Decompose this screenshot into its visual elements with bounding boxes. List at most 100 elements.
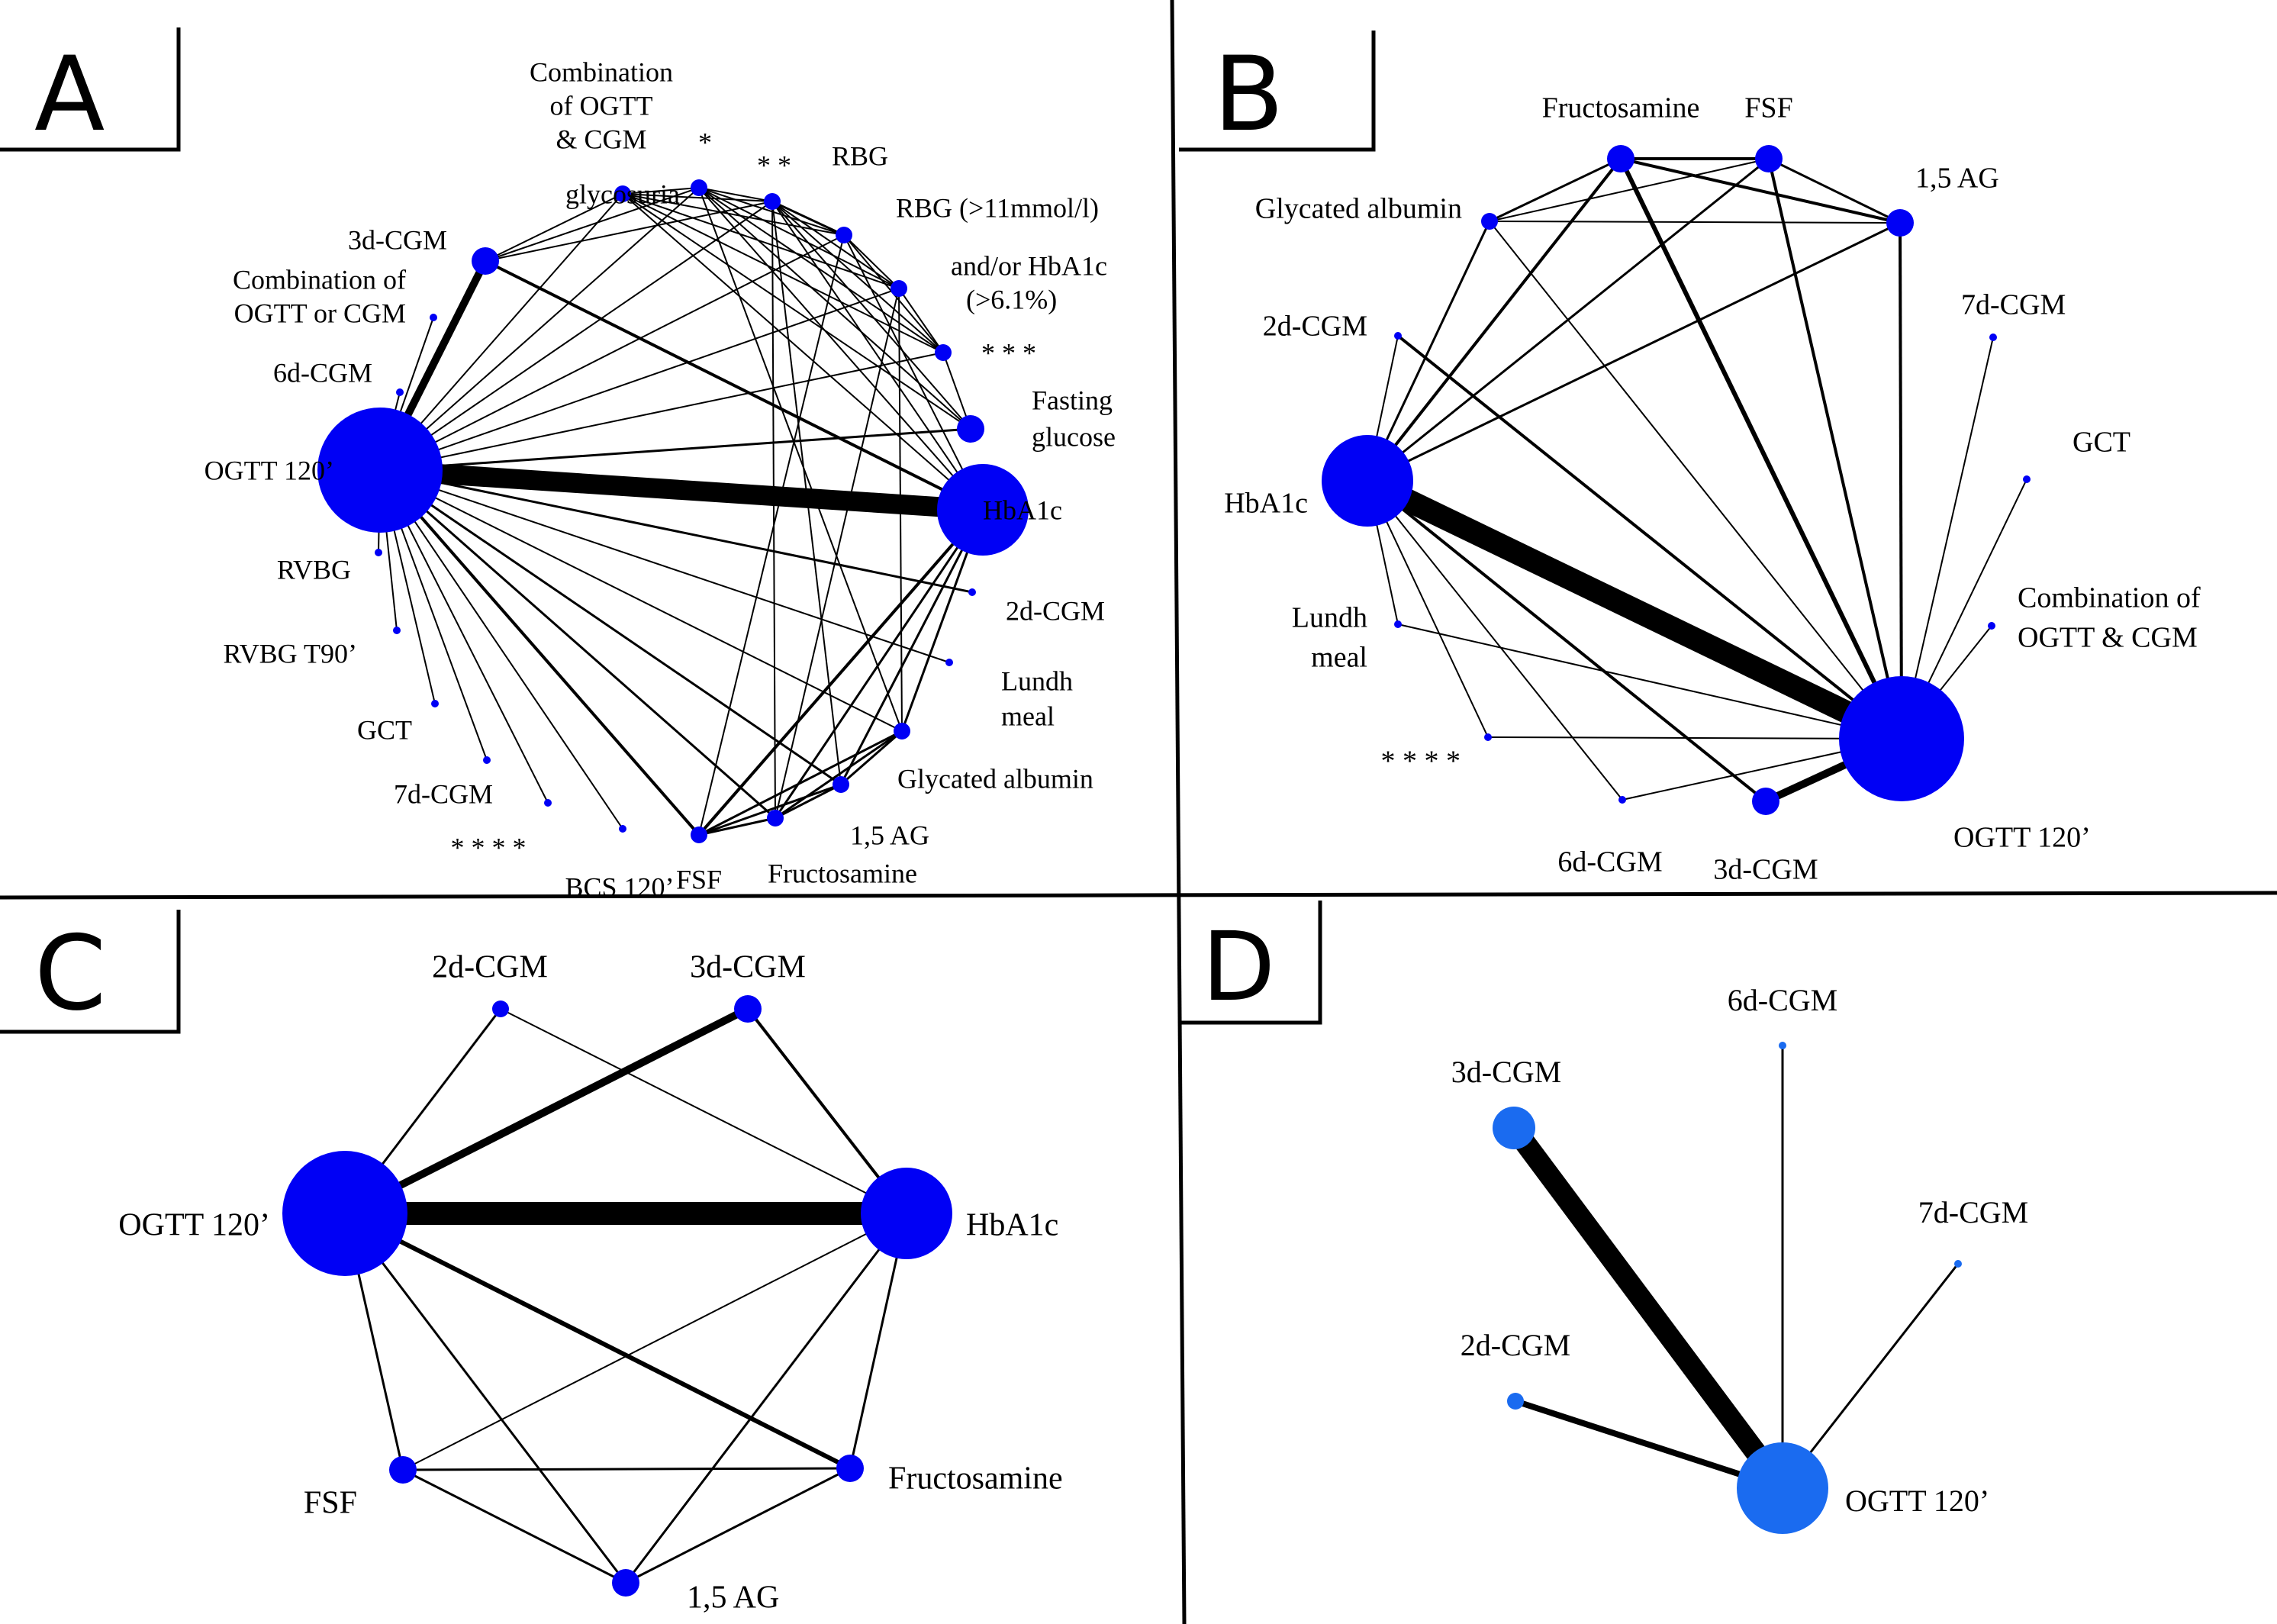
label-ogtt: OGTT 120’ <box>118 1208 270 1243</box>
edge-hba1c-galb <box>1366 221 1491 482</box>
node-star1 <box>691 179 707 196</box>
edge-ogtt-rbg_gt <box>379 234 845 471</box>
edge-star1-star2 <box>698 187 773 202</box>
node-cgm7 <box>1989 334 1997 341</box>
edge-ogtt-star1 <box>379 187 700 471</box>
edge-fsf-ag15 <box>402 1468 626 1584</box>
label-ag15: 1,5 AG <box>687 1580 779 1616</box>
edge-rbg_gt-rbg_or <box>843 234 900 289</box>
node-star4 <box>1484 733 1492 741</box>
node-fsf <box>1755 145 1783 172</box>
edge-hba1c-ag15 <box>624 1213 908 1584</box>
panel-label-box-d: D <box>1179 901 1322 1025</box>
label-gct: GCT <box>2072 426 2130 458</box>
edge-hba1c-star2 <box>771 201 984 511</box>
edge-ogtt-lundh <box>1397 624 1902 740</box>
edge-ogtt-star3 <box>379 352 944 471</box>
edge-hba1c-fsf <box>697 508 984 836</box>
edge-star2-ag15 <box>771 201 842 785</box>
edge-rbg_or-galb <box>898 288 903 732</box>
label-star4: * * * * <box>1381 745 1461 777</box>
node-star4 <box>544 799 552 807</box>
label-ag15: 1,5 AG <box>1915 162 1999 194</box>
edge-ogtt-bcs <box>379 469 623 830</box>
edge-rbg_or-star3 <box>898 288 944 353</box>
node-cgm2 <box>968 588 976 596</box>
node-ag15 <box>612 1569 639 1597</box>
node-hba1c <box>861 1168 952 1259</box>
node-galb <box>894 723 910 740</box>
label-galb: Glycated albumin <box>897 764 1093 794</box>
edge-star2-rbg_or <box>771 201 900 289</box>
edge-ogtt-lundh <box>379 469 950 663</box>
edge-ogtt-fructosamine <box>379 469 776 820</box>
label-cgm7: 7d-CGM <box>1961 288 2066 321</box>
edge-ag15-galb <box>1489 221 1901 224</box>
node-hba1c <box>1322 435 1413 527</box>
node-fsf <box>389 1456 417 1484</box>
node-cgm7 <box>1954 1260 1962 1268</box>
label-star3: * * * <box>981 338 1036 369</box>
edge-ogtt-hba1c <box>379 460 984 520</box>
node-rbg_gt <box>836 227 852 243</box>
node-rbg_or <box>891 280 907 297</box>
edge-fsf-ag15 <box>1768 157 1901 224</box>
edge-hba1c-fructosamine <box>1366 157 1622 482</box>
node-ag15 <box>1886 209 1914 237</box>
label-fructosamine: Fructosamine <box>1542 92 1700 124</box>
label-cgm6: 6d-CGM <box>1728 983 1837 1017</box>
label-ogtt: OGTT 120’ <box>205 456 334 486</box>
label-hba1c: HbA1c <box>1224 487 1308 519</box>
node-gct <box>431 700 439 707</box>
edge-hba1c-cgm3 <box>1366 479 1767 803</box>
edge-ogtt-ag15 <box>379 469 842 786</box>
edge-hba1c-star4 <box>1367 480 1489 738</box>
edge-fsf-ag15 <box>698 783 842 836</box>
node-lundh <box>1394 620 1402 628</box>
edge-cgm3-glycosuria <box>485 193 623 262</box>
node-cgm2 <box>1394 332 1402 340</box>
label-cgm3: 3d-CGM <box>348 225 447 256</box>
label-fructosamine: Fructosamine <box>768 859 917 889</box>
panel-label-box-a: A <box>0 27 181 154</box>
edge-ogtt-fructosamine <box>1618 157 1904 740</box>
edge-hba1c-fsf <box>402 1213 907 1471</box>
edge-fsf-galb <box>1489 158 1770 222</box>
edge-hba1c-glycosuria <box>622 193 984 511</box>
edge-hba1c-ag15 <box>839 509 984 785</box>
edge-hba1c-fructosamine <box>774 509 984 819</box>
label-cgm2: 2d-CGM <box>432 950 548 985</box>
edge-fructosamine-ag15 <box>1620 157 1901 224</box>
label-rvbg90: RVBG T90’ <box>224 639 357 669</box>
node-comb_or <box>430 314 437 321</box>
panel-letter-a: A <box>34 34 105 154</box>
edge-ogtt-cgm7 <box>1781 1263 1960 1489</box>
edge-star2-rbg_gt <box>771 200 845 237</box>
edge-ogtt-fasting <box>379 427 971 472</box>
horizontal-divider <box>0 891 2277 900</box>
node-rvbg <box>375 549 382 556</box>
edge-ogtt-ag15 <box>1899 222 1903 740</box>
label-cgm2: 2d-CGM <box>1461 1328 1570 1362</box>
edge-glycosuria-star1 <box>622 187 700 195</box>
panel-letter-d: D <box>1202 912 1275 1023</box>
node-cgm2 <box>492 1000 509 1017</box>
node-comb_and <box>1988 622 1995 630</box>
node-cgm6 <box>1779 1042 1786 1049</box>
label-bcs: BCS 120’ <box>565 872 674 903</box>
edge-star2-fructosamine <box>771 201 776 819</box>
edge-hba1c-cgm6 <box>1367 480 1623 801</box>
edge-ogtt-cgm2 <box>1514 1398 1784 1491</box>
panel-letter-b: B <box>1213 34 1284 154</box>
edge-rbg_or-fructosamine <box>775 288 900 819</box>
edge-hba1c-cgm2 <box>500 1008 907 1214</box>
label-rbg_or: and/or HbA1c(>6.1%) <box>951 251 1107 315</box>
edge-ag15-galb <box>840 730 903 786</box>
label-rvbg: RVBG <box>277 555 351 585</box>
node-cgm6 <box>396 388 404 396</box>
